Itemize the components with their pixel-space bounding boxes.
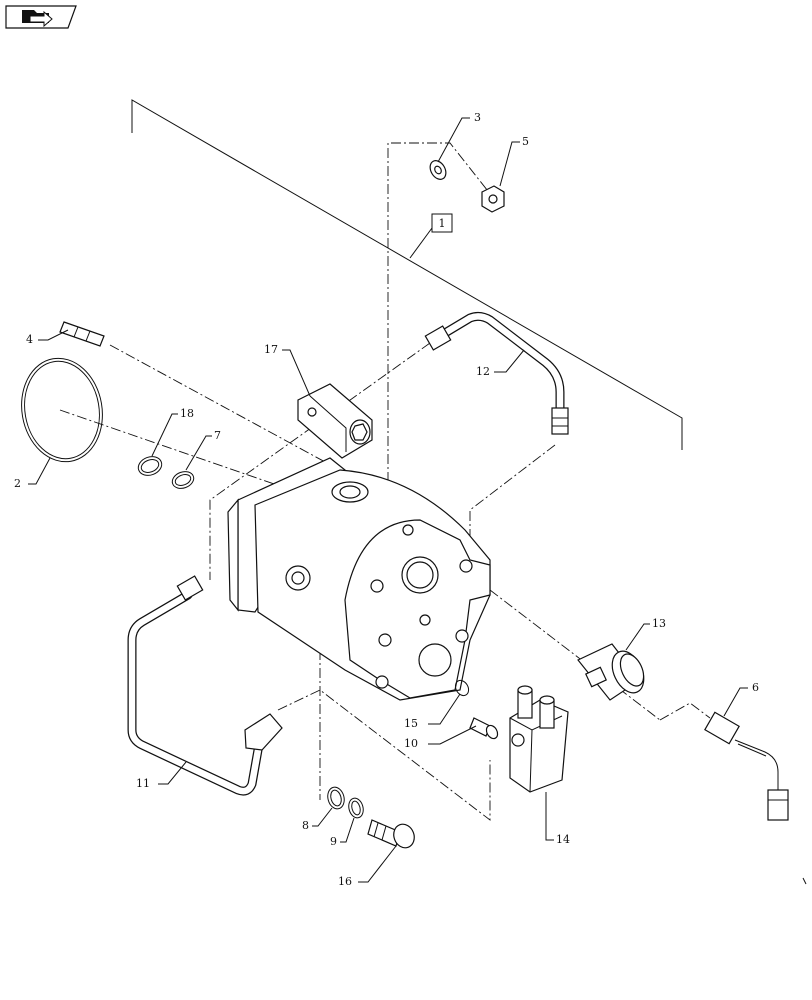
plug-screw xyxy=(469,717,499,740)
pump-body xyxy=(227,457,491,701)
pin xyxy=(59,321,105,347)
svg-text:6: 6 xyxy=(752,681,759,694)
edge-mark xyxy=(802,877,807,885)
svg-text:15: 15 xyxy=(404,717,418,730)
svg-text:5: 5 xyxy=(522,135,529,148)
o-ring-18 xyxy=(137,456,163,476)
o-ring-8 xyxy=(327,786,345,810)
callout-14: 14 xyxy=(545,792,570,846)
svg-text:3: 3 xyxy=(474,111,481,124)
callout-17: 17 xyxy=(264,343,311,397)
large-o-ring xyxy=(21,357,103,463)
callout-6: 6 xyxy=(723,681,759,717)
callout-8: 8 xyxy=(302,807,333,832)
callout-7: 7 xyxy=(185,429,221,471)
hex-nut xyxy=(481,185,505,213)
svg-text:2: 2 xyxy=(14,477,21,490)
callout-13: 13 xyxy=(625,617,666,651)
callout-11: 11 xyxy=(136,761,187,790)
callout-15: 15 xyxy=(404,693,461,730)
callout-18: 18 xyxy=(151,407,194,457)
assembly-bracket xyxy=(131,99,683,450)
svg-text:17: 17 xyxy=(264,343,278,356)
reference-box-1: 1 xyxy=(431,213,453,233)
callout-3: 3 xyxy=(437,111,481,163)
upper-tube xyxy=(424,311,569,435)
svg-text:16: 16 xyxy=(338,875,352,888)
valve-fitting xyxy=(297,383,373,459)
arrow-folder-icon xyxy=(22,10,53,28)
svg-text:11: 11 xyxy=(136,777,150,790)
svg-text:10: 10 xyxy=(404,737,418,750)
small-o-ring xyxy=(454,679,470,697)
callout-9: 9 xyxy=(330,817,355,848)
valve-block xyxy=(509,685,569,793)
callout-10: 10 xyxy=(404,725,477,750)
backup-ring-9 xyxy=(348,797,364,819)
callout-16: 16 xyxy=(338,845,397,888)
svg-text:18: 18 xyxy=(180,407,194,420)
callouts: 3 5 4 17 12 18 7 2 xyxy=(14,111,759,888)
svg-text:8: 8 xyxy=(302,819,309,832)
svg-text:13: 13 xyxy=(652,617,666,630)
svg-text:12: 12 xyxy=(476,365,490,378)
threaded-plug xyxy=(367,819,415,849)
nav-icon-button[interactable] xyxy=(5,5,77,29)
reference-box-label: 1 xyxy=(439,217,446,230)
callout-12: 12 xyxy=(476,349,525,378)
backup-ring-7 xyxy=(171,471,195,489)
solenoid xyxy=(577,643,645,701)
connector-harness xyxy=(704,711,789,821)
callout-2: 2 xyxy=(14,457,51,490)
svg-text:9: 9 xyxy=(330,835,337,848)
svg-text:4: 4 xyxy=(26,333,33,346)
lower-tube xyxy=(127,575,283,796)
callout-4: 4 xyxy=(26,329,69,346)
svg-text:14: 14 xyxy=(556,833,570,846)
callout-5: 5 xyxy=(499,135,529,187)
svg-text:7: 7 xyxy=(214,429,221,442)
